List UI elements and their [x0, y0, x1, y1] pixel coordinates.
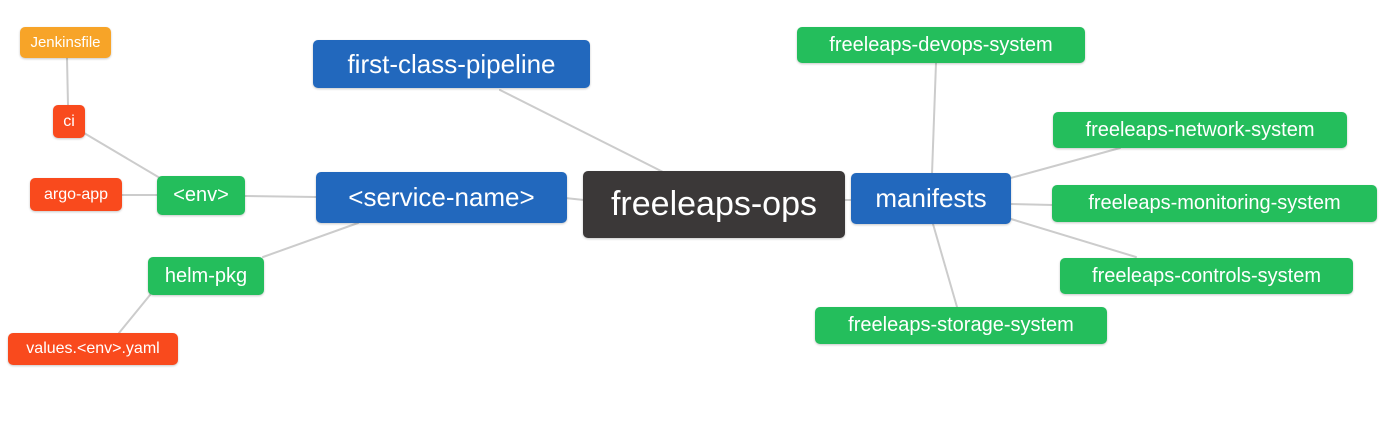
- node-jenkinsfile[interactable]: Jenkinsfile: [20, 27, 111, 58]
- node-freeleaps-network-system[interactable]: freeleaps-network-system: [1053, 112, 1347, 148]
- node-ci[interactable]: ci: [53, 105, 85, 138]
- node-env[interactable]: <env>: [157, 176, 245, 215]
- node-label: freeleaps-ops: [610, 185, 817, 223]
- node-label: freeleaps-devops-system: [829, 33, 1053, 56]
- node-argo-app[interactable]: argo-app: [30, 178, 122, 211]
- node-label: <service-name>: [348, 182, 535, 212]
- edge-first-class-pipeline-to-freeleaps-ops: [499, 89, 666, 174]
- edge-jenkinsfile-to-ci: [66, 57, 69, 106]
- node-freeleaps-ops[interactable]: freeleaps-ops: [583, 171, 845, 238]
- node-label: ci: [63, 112, 75, 130]
- node-label: freeleaps-controls-system: [1092, 264, 1321, 287]
- edge-env-to-service-name: [244, 195, 317, 198]
- node-label: manifests: [875, 183, 987, 213]
- node-label: <env>: [173, 184, 229, 206]
- node-first-class-pipeline[interactable]: first-class-pipeline: [313, 40, 590, 88]
- node-freeleaps-controls-system[interactable]: freeleaps-controls-system: [1060, 258, 1353, 294]
- node-service-name[interactable]: <service-name>: [316, 172, 567, 223]
- edge-service-name-to-freeleaps-ops: [564, 197, 585, 201]
- edge-manifests-to-freeleaps-monitoring-system: [1009, 203, 1054, 206]
- node-label: values.<env>.yaml: [26, 340, 160, 357]
- node-label: helm-pkg: [164, 264, 248, 287]
- edge-manifests-to-freeleaps-devops-system: [931, 62, 937, 175]
- node-label: freeleaps-monitoring-system: [1088, 192, 1341, 214]
- node-label: argo-app: [43, 185, 109, 203]
- edge-manifests-to-freeleaps-network-system: [1006, 147, 1121, 180]
- node-label: freeleaps-network-system: [1085, 118, 1315, 141]
- edge-values-env-yaml-to-helm-pkg: [118, 294, 151, 334]
- node-helm-pkg[interactable]: helm-pkg: [148, 257, 264, 295]
- node-label: Jenkinsfile: [30, 34, 101, 51]
- node-freeleaps-devops-system[interactable]: freeleaps-devops-system: [797, 27, 1085, 63]
- edge-ci-to-env: [83, 132, 166, 182]
- node-label: first-class-pipeline: [347, 48, 556, 79]
- node-manifests[interactable]: manifests: [851, 173, 1011, 224]
- node-freeleaps-monitoring-system[interactable]: freeleaps-monitoring-system: [1052, 185, 1377, 222]
- node-label: freeleaps-storage-system: [848, 314, 1074, 336]
- node-values-env-yaml[interactable]: values.<env>.yaml: [8, 333, 178, 365]
- edge-helm-pkg-to-service-name: [262, 222, 359, 258]
- edge-manifests-to-freeleaps-storage-system: [932, 223, 958, 308]
- node-freeleaps-storage-system[interactable]: freeleaps-storage-system: [815, 307, 1107, 344]
- edge-manifests-to-freeleaps-controls-system: [1010, 218, 1137, 258]
